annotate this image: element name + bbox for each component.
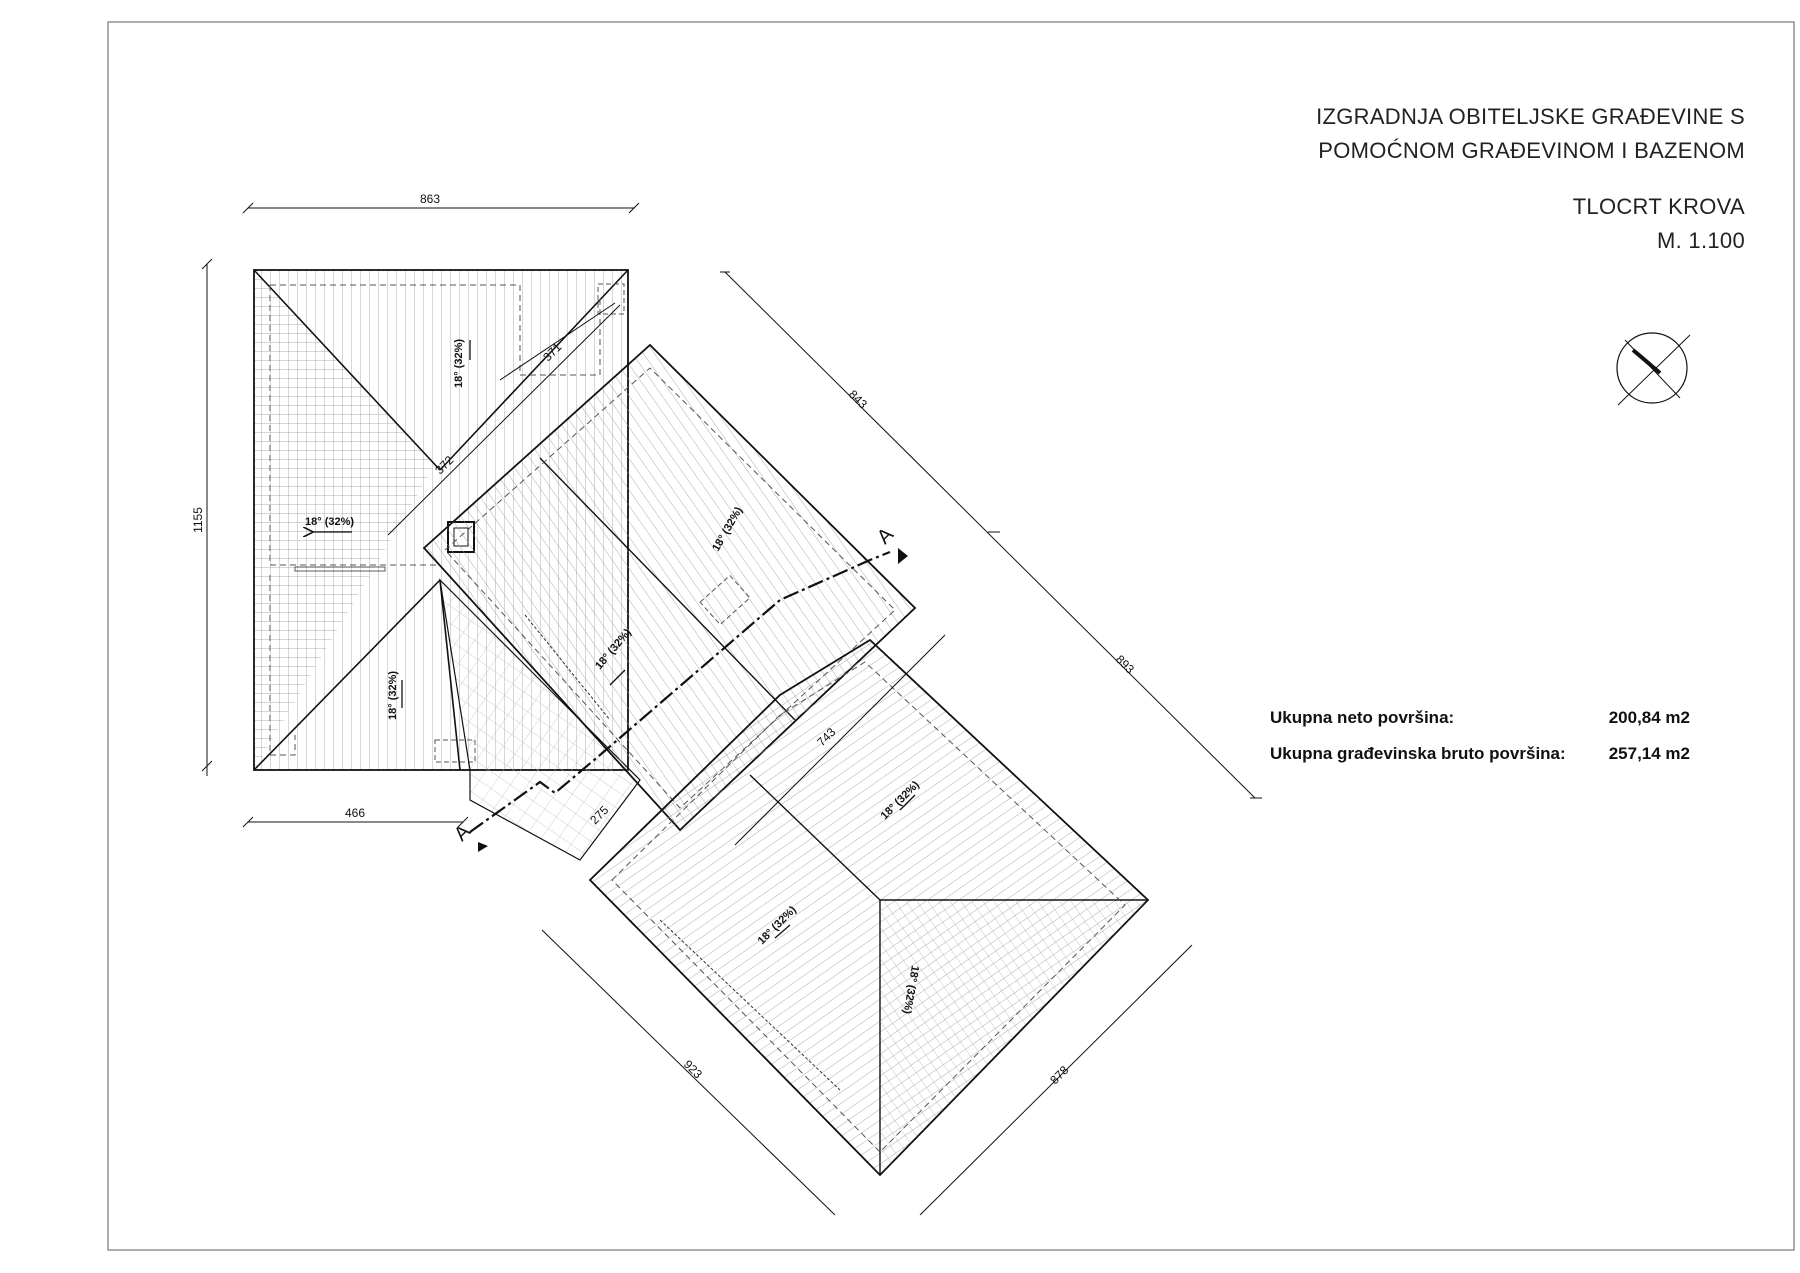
area-bruto-label: Ukupna građevinska bruto površina: bbox=[1270, 744, 1566, 763]
dim-878: 878 bbox=[1047, 1063, 1071, 1087]
area-bruto-value: 257,14 m2 bbox=[1608, 744, 1690, 763]
section-label-a: A bbox=[873, 523, 898, 548]
north-arrow-icon bbox=[1616, 332, 1691, 406]
dim-843: 843 bbox=[846, 387, 870, 411]
slope-label: 18° (32%) bbox=[453, 339, 465, 388]
slope-label: 18° (32%) bbox=[387, 671, 399, 720]
sheet-scale: M. 1.100 bbox=[1656, 228, 1745, 253]
dim-923: 923 bbox=[681, 1057, 705, 1081]
area-row-neto: Ukupna neto površina: 200,84 m2 bbox=[1270, 700, 1690, 736]
area-neto-label: Ukupna neto površina: bbox=[1270, 708, 1455, 727]
slope-label: 18° (32%) bbox=[305, 516, 354, 528]
roof-lower-wing bbox=[588, 638, 1150, 1177]
dimension-lines bbox=[201, 202, 1262, 1216]
dim-893: 893 bbox=[1113, 652, 1137, 676]
project-title-line2: POMOĆNOM GRAĐEVINOM I BAZENOM bbox=[1318, 138, 1745, 163]
slope-arrows bbox=[312, 340, 916, 939]
area-summary: Ukupna neto površina: 200,84 m2 Ukupna g… bbox=[1270, 700, 1690, 772]
project-title-line1: IZGRADNJA OBITELJSKE GRAĐEVINE S bbox=[1316, 104, 1745, 129]
dim-bottom-left: 466 bbox=[345, 806, 365, 820]
section-label-a: A bbox=[450, 820, 475, 845]
area-row-bruto: Ukupna građevinska bruto površina: 257,1… bbox=[1270, 736, 1690, 772]
dim-left-height: 1155 bbox=[191, 507, 205, 533]
area-neto-value: 200,84 m2 bbox=[1608, 708, 1690, 727]
sheet-frame bbox=[107, 21, 1795, 1251]
sheet-title: TLOCRT KROVA bbox=[1572, 194, 1745, 219]
dim-top-width: 863 bbox=[420, 192, 440, 206]
title-block: IZGRADNJA OBITELJSKE GRAĐEVINE S POMOĆNO… bbox=[1316, 100, 1745, 258]
terrace-area bbox=[439, 578, 641, 861]
